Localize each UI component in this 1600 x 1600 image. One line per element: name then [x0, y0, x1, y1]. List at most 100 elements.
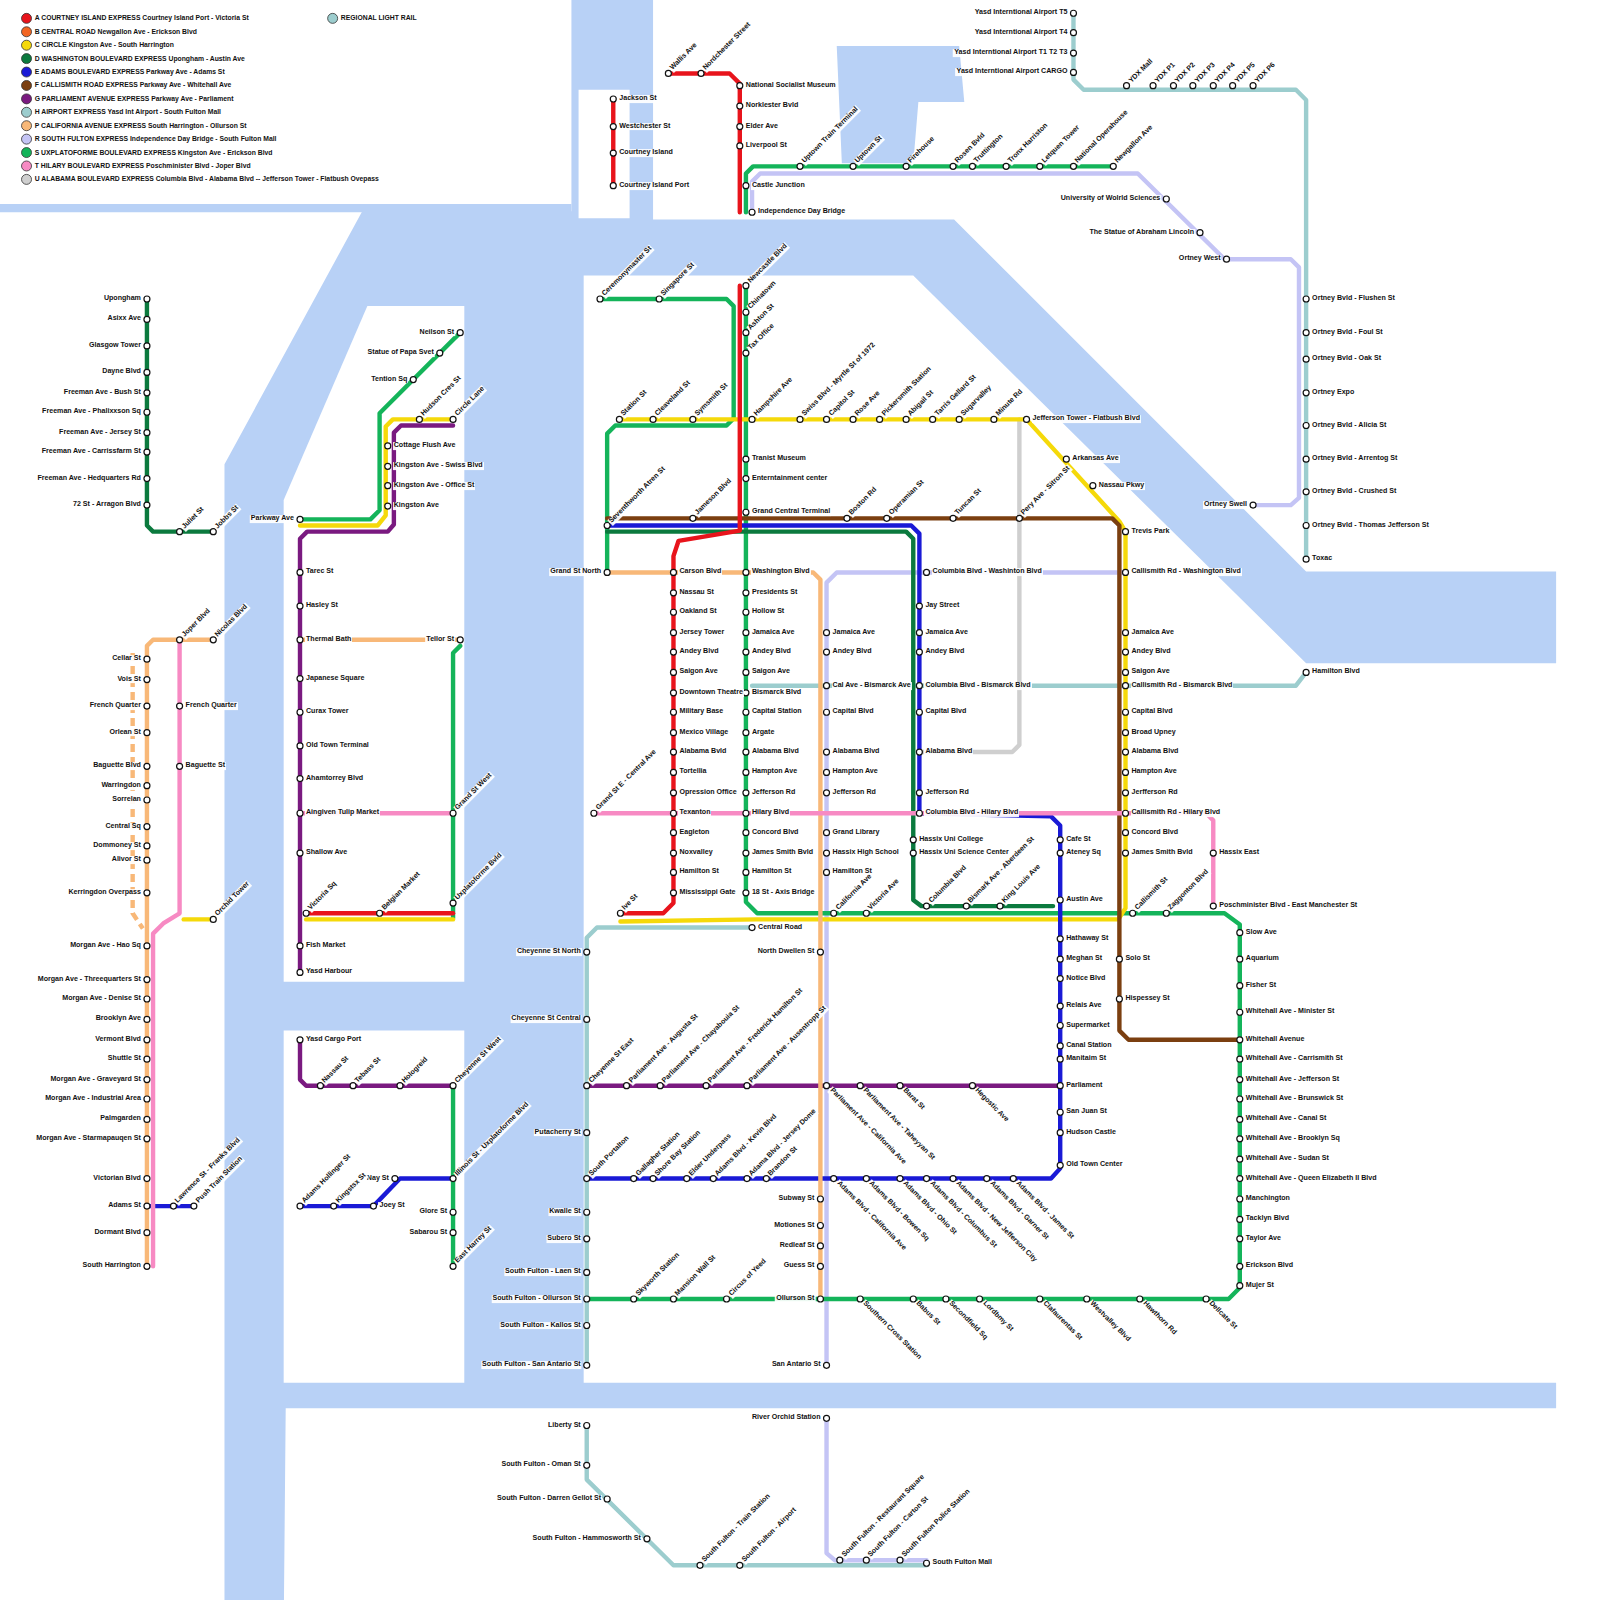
station-label: Alabama Bvld — [678, 748, 727, 756]
station-label: Westchester St — [618, 123, 671, 131]
station-dot — [385, 483, 391, 489]
station-dot — [457, 637, 463, 643]
station-dot — [897, 1083, 903, 1089]
station-dot — [1123, 649, 1129, 655]
station-dot — [1210, 83, 1216, 89]
legend-text: B CENTRAL ROAD Newgallon Ave - Erickson … — [35, 28, 197, 35]
station-label: Morgan Ave - Hao Sq — [69, 942, 142, 950]
station-dot — [1230, 83, 1236, 89]
station-dot — [144, 763, 150, 769]
station-layer — [144, 10, 1309, 1568]
station-label: Ortney Bvld - Alicia St — [1311, 422, 1387, 430]
station-dot — [584, 1209, 590, 1215]
station-label: Morgan Ave - Starmapauqen St — [35, 1135, 142, 1143]
station-dot — [916, 790, 922, 796]
station-dot — [631, 1176, 637, 1182]
station-dot — [737, 143, 743, 149]
station-label: Westvalley Blvd — [1087, 1299, 1132, 1344]
station-dot — [437, 350, 443, 356]
station-dot — [1303, 489, 1309, 495]
station-label: Mansion Wall St — [674, 1254, 719, 1299]
station-dot — [1037, 1296, 1043, 1302]
station-dot — [1116, 996, 1122, 1002]
station-dot — [850, 163, 856, 169]
station-label: Tebass St — [353, 1055, 383, 1085]
station-dot — [997, 903, 1003, 909]
station-dot — [144, 703, 150, 709]
station-dot — [743, 790, 749, 796]
station-dot — [656, 296, 662, 302]
station-label: Parliament Ave - Ausentropp St — [747, 1004, 829, 1086]
station-label: Ortney West — [1178, 255, 1222, 263]
station-dot — [743, 350, 749, 356]
legend-swatch — [22, 107, 32, 117]
station-dot — [670, 669, 676, 675]
station-dot — [1090, 483, 1096, 489]
station-label: South Fulton - Kallos St — [499, 1322, 581, 1330]
station-label: Freeman Ave - Jersey St — [58, 429, 142, 437]
station-label: Yasd Interntional Airport T4 — [974, 29, 1069, 37]
station-dot — [1057, 1003, 1063, 1009]
station-label: Old Town Terminal — [305, 742, 370, 750]
station-dot — [584, 1323, 590, 1329]
station-dot — [584, 1362, 590, 1368]
station-label: Yasd Interntional Airport T5 — [974, 9, 1069, 17]
station-dot — [297, 637, 303, 643]
station-label: Hispessey St — [1124, 995, 1170, 1003]
station-dot — [1303, 423, 1309, 429]
station-label: Capital Blvd — [924, 708, 967, 716]
station-dot — [670, 1296, 676, 1302]
route-line — [607, 518, 1240, 1039]
station-dot — [144, 677, 150, 683]
station-dot — [1303, 390, 1309, 396]
station-label: Morgan Ave - Graveyard St — [49, 1076, 142, 1084]
station-dot — [1070, 69, 1076, 75]
station-dot — [377, 910, 383, 916]
station-label: Saigon Ave — [1131, 669, 1171, 677]
route-line — [300, 1040, 453, 1086]
station-label: Saigon Ave — [751, 669, 791, 677]
station-label: Mississippi Gate — [678, 889, 736, 897]
station-dot — [604, 569, 610, 575]
station-dot — [897, 1557, 903, 1563]
station-dot — [670, 810, 676, 816]
station-label: Upongham — [103, 295, 142, 303]
station-dot — [817, 1296, 823, 1302]
station-dot — [1250, 502, 1256, 508]
station-label: Oakland St — [678, 608, 717, 616]
station-dot — [670, 890, 676, 896]
station-dot — [416, 416, 422, 422]
station-dot — [743, 456, 749, 462]
station-label: Ahamtorrey Blvd — [305, 775, 364, 783]
station-dot — [831, 1176, 837, 1182]
station-label: Hassix East — [1218, 849, 1260, 857]
station-dot — [1197, 230, 1203, 236]
station-dot — [710, 1176, 716, 1182]
station-label: Central Sq — [104, 823, 141, 831]
station-dot — [1163, 910, 1169, 916]
station-dot — [670, 630, 676, 636]
station-dot — [1084, 1296, 1090, 1302]
legend-text: T HILARY BOULEVARD EXPRESS Poschminister… — [35, 162, 251, 169]
station-dot — [824, 709, 830, 715]
station-dot — [385, 503, 391, 509]
station-dot — [1057, 1043, 1063, 1049]
station-label: Elder Ave — [745, 123, 779, 131]
station-dot — [1170, 83, 1176, 89]
station-label: Nassau St — [321, 1054, 352, 1085]
station-label: Station St — [620, 389, 650, 419]
station-dot — [597, 296, 603, 302]
station-dot — [749, 925, 755, 931]
station-dot — [331, 1203, 337, 1209]
route-line — [620, 286, 739, 914]
route-line — [587, 286, 1240, 1299]
station-label: Glore St — [418, 1208, 448, 1216]
station-label: Concord Blvd — [1131, 829, 1180, 837]
station-dot — [797, 416, 803, 422]
station-label: Noxvalley — [678, 849, 713, 857]
station-label: Central Road — [757, 924, 803, 932]
legend-swatch — [22, 27, 32, 37]
station-dot — [1163, 196, 1169, 202]
